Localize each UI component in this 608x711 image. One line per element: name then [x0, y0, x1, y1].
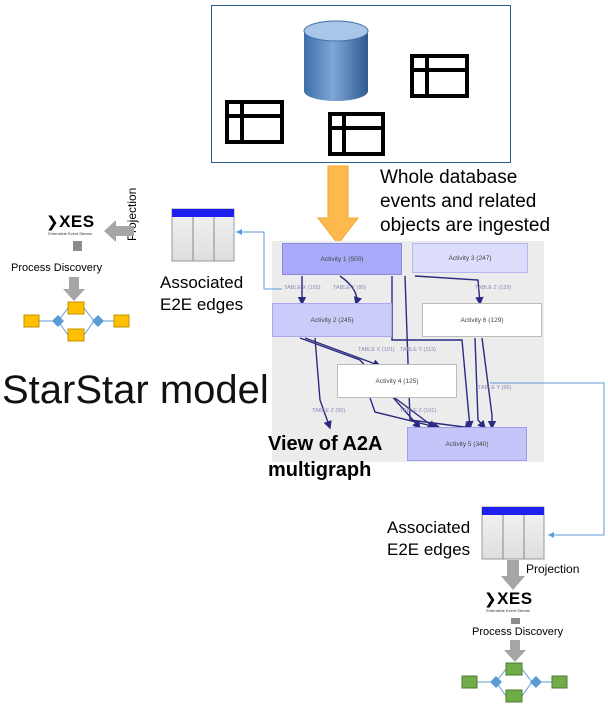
table-icon: [225, 100, 284, 144]
associated-e2e-label: Associated E2E edges: [387, 517, 470, 561]
process-discovery-arrow: [504, 640, 526, 662]
activity-node: Activity 6 (129): [422, 303, 542, 337]
edge-label: TABLE X (165): [284, 285, 321, 291]
activity-label: Activity 3 (247): [448, 254, 492, 262]
process-discovery-label: Process Discovery: [472, 626, 564, 638]
xes-subtitle: Extensible Event Stream: [48, 231, 93, 236]
activity-node: Activity 1 (500): [282, 243, 402, 275]
associated-e2e-line: Associated: [160, 273, 244, 292]
xes-logo-text: XES: [497, 589, 533, 608]
xes-logo: ❯XES Extensible Event Stream: [46, 212, 95, 236]
activity-node: Activity 5 (340): [407, 427, 527, 461]
ingest-caption-line: Whole database: [380, 167, 518, 188]
projection-label: Projection: [526, 562, 580, 576]
associated-e2e-line: E2E edges: [387, 540, 471, 559]
edge-label: TABLE Y (80): [333, 285, 367, 291]
edge-label: TABLE Y (113): [400, 347, 436, 353]
projection-arrow: [501, 560, 525, 590]
database-illustration: [225, 20, 469, 156]
activity-node: Activity 2 (245): [272, 303, 392, 337]
process-model-diagram: [461, 662, 568, 703]
activity-node: Activity 4 (125): [337, 364, 457, 398]
starstar-model-title: StarStar model: [2, 368, 269, 412]
process-discovery-label: Process Discovery: [11, 262, 103, 274]
activity-label: Activity 4 (125): [375, 377, 419, 385]
ingest-arrow: [316, 165, 360, 245]
xes-subtitle: Extensible Event Stream: [486, 608, 531, 613]
activity-label: Activity 6 (129): [460, 316, 504, 324]
associated-e2e-line: Associated: [387, 518, 471, 537]
edge-label: TABLE Z (101): [400, 408, 437, 414]
process-discovery-arrow: [63, 277, 85, 301]
a2a-view-title-line: View of A2A: [268, 433, 383, 455]
xes-logo-text: XES: [59, 212, 95, 231]
process-model-diagram: [23, 301, 130, 342]
activity-node: Activity 3 (247): [412, 243, 528, 273]
table-icon: [328, 112, 385, 156]
e2e-table-icon: [481, 506, 545, 560]
associated-e2e-label: Associated E2E edges: [160, 272, 243, 316]
database-cylinder-icon: [303, 20, 369, 101]
database-frame: [211, 5, 511, 163]
e2e-table-icon: [171, 208, 235, 262]
edge-label: TABLE Z (129): [475, 285, 512, 291]
ingest-caption: Whole database events and related object…: [380, 166, 550, 238]
associated-e2e-line: E2E edges: [160, 295, 244, 314]
xes-stem: [73, 241, 82, 251]
table-icon: [410, 54, 469, 98]
activity-label: Activity 5 (340): [445, 440, 489, 448]
edge-label: TABLE X (101): [358, 347, 395, 353]
xes-logo: ❯XES Extensible Event Stream: [484, 589, 533, 613]
projection-arrow: [104, 220, 134, 242]
activity-label: Activity 1 (500): [320, 255, 364, 263]
ingest-caption-line: events and related: [380, 191, 537, 212]
activity-label: Activity 2 (245): [310, 316, 354, 324]
edge-label: TABLE Y (96): [478, 385, 512, 391]
ingest-caption-line: objects are ingested: [380, 215, 551, 236]
a2a-view-title-line: multigraph: [268, 459, 372, 481]
xes-stem: [511, 618, 520, 624]
a2a-view-title: View of A2A multigraph: [268, 431, 382, 483]
edge-label: TABLE Z (95): [312, 408, 346, 414]
